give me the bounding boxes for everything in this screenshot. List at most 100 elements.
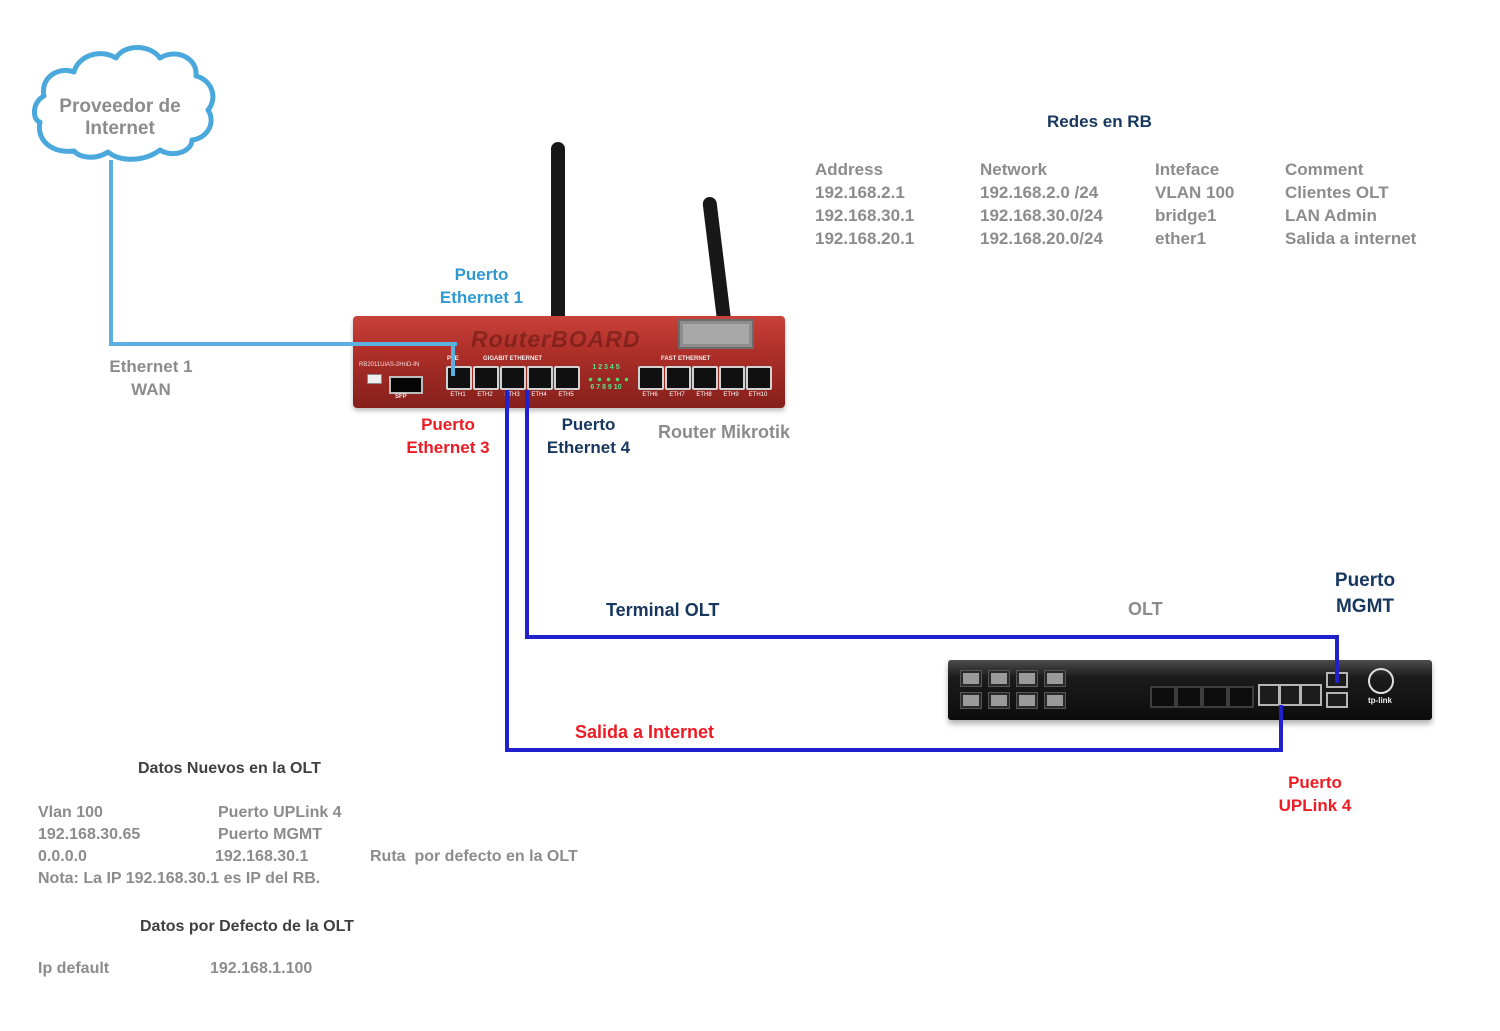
datos-cell: Puerto UPLink 4	[218, 804, 342, 821]
rb-col-header: Network	[980, 160, 1048, 179]
label-puerto-ethernet3: Puerto Ethernet 3	[406, 415, 490, 457]
rb-cell: 192.168.2.1	[815, 183, 905, 202]
port-label-eth8: ETH8	[696, 392, 712, 398]
datos-cell: Puerto MGMT	[218, 826, 322, 843]
led-numbers-bottom: 6 7 8 9 10	[590, 384, 622, 391]
sfp-label: SFP	[395, 394, 407, 400]
port-label-eth10: ETH10	[748, 392, 768, 398]
olt-sfp-uplink-1	[1150, 686, 1176, 708]
routerboard-brand-text: RouterBOARD	[471, 326, 641, 352]
datos-cell: Vlan 100	[38, 804, 103, 821]
router-port-eth4	[527, 366, 553, 390]
label-terminal-olt: Terminal OLT	[606, 600, 720, 620]
pon-sfp-cage	[988, 670, 1010, 687]
olt-pon-sfp-cages	[960, 670, 1066, 710]
router-port-eth3	[500, 366, 526, 390]
router-lcd-screen	[678, 319, 754, 349]
mikrotik-router: RouterBOARD RB2011UiAS-2HnD-IN SFP PoE G…	[353, 316, 785, 408]
pon-sfp-cage	[1016, 670, 1038, 687]
usb-port	[367, 374, 382, 384]
datos-nuevos-title: Datos Nuevos en la OLT	[138, 760, 321, 777]
router-port-eth10	[746, 366, 772, 390]
label-puerto-uplink4: Puerto UPLink 4	[1278, 773, 1352, 815]
gigabit-section-label: GIGABIT ETHERNET	[483, 356, 543, 362]
wan-line-drop	[451, 342, 455, 376]
rb-cell: Salida a internet	[1285, 229, 1417, 248]
datos-cell: Ip default	[38, 960, 110, 977]
pon-sfp-cage	[988, 692, 1010, 709]
rb-cell: 192.168.30.1	[815, 206, 915, 225]
datos-cell: Ruta por defecto en la OLT	[370, 848, 578, 865]
rb-table: Address Network Inteface Comment 192.168…	[815, 158, 1495, 250]
datos-nuevos-row: 0.0.0.0 192.168.30.1 Ruta por defecto en…	[38, 848, 798, 870]
pon-sfp-cage	[960, 670, 982, 687]
datos-note: Nota: La IP 192.168.30.1 es IP del RB.	[38, 870, 321, 887]
salida-line-rise	[1279, 705, 1283, 752]
router-port-eth8	[692, 366, 718, 390]
internet-cloud-icon	[32, 45, 216, 162]
port-label-eth2: ETH2	[477, 392, 493, 398]
olt-ge-port-1	[1258, 684, 1280, 706]
port-label-eth5: ETH5	[558, 392, 574, 398]
sfp-port	[389, 376, 423, 394]
salida-line-vertical	[505, 390, 509, 752]
rb-cell: ether1	[1155, 229, 1207, 248]
olt-device: tp-link	[948, 660, 1432, 720]
port-label-eth3: ETH3	[504, 392, 520, 398]
datos-nuevos-row: 192.168.30.65 Puerto MGMT	[38, 826, 798, 848]
port-label-eth1: ETH1	[450, 392, 466, 398]
pon-sfp-cage	[960, 692, 982, 709]
rb-cell: 192.168.30.0/24	[980, 206, 1103, 225]
datos-default-title: Datos por Defecto de la OLT	[140, 918, 354, 935]
pon-sfp-cage	[1044, 670, 1066, 687]
router-port-eth5	[554, 366, 580, 390]
terminal-line-drop	[1335, 635, 1339, 683]
label-olt: OLT	[1128, 599, 1163, 619]
datos-nuevos-note-row: Nota: La IP 192.168.30.1 es IP del RB.	[38, 870, 798, 892]
tp-link-logo-icon	[1368, 668, 1394, 694]
pon-sfp-cage	[1016, 692, 1038, 709]
pon-sfp-cage	[1044, 692, 1066, 709]
label-puerto-mgmt: Puerto MGMT	[1334, 570, 1396, 617]
wan-line-horizontal	[109, 342, 457, 346]
rb-cell: Clientes OLT	[1285, 183, 1389, 202]
datos-nuevos-row: Vlan 100 Puerto UPLink 4	[38, 804, 798, 826]
label-ethernet1-wan: Ethernet 1 WAN	[109, 357, 193, 399]
salida-line-horizontal	[505, 748, 1283, 752]
router-model-text: RB2011UiAS-2HnD-IN	[359, 362, 420, 368]
olt-sfp-uplink-2	[1176, 686, 1202, 708]
rb-cell: bridge1	[1155, 206, 1217, 225]
label-router-mikrotik: Router Mikrotik	[658, 422, 791, 442]
rb-table-title: Redes en RB	[1047, 112, 1152, 131]
port-label-eth4: ETH4	[531, 392, 547, 398]
router-port-eth7	[665, 366, 691, 390]
rb-cell: VLAN 100	[1155, 183, 1235, 202]
led-dots	[584, 373, 628, 382]
rb-cell: 192.168.20.1	[815, 229, 915, 248]
olt-ge-port-3	[1300, 684, 1322, 706]
label-puerto-ethernet4: Puerto Ethernet 4	[546, 415, 631, 457]
router-port-eth6	[638, 366, 664, 390]
rb-col-header: Comment	[1285, 160, 1364, 179]
tp-link-brand-text: tp-link	[1368, 696, 1392, 705]
fast-section-label: FAST ETHERNET	[661, 356, 711, 362]
led-numbers-top: 1 2 3 4 5	[592, 364, 620, 371]
olt-sfp-uplink-4	[1228, 686, 1254, 708]
rb-col-header: Inteface	[1155, 160, 1220, 179]
terminal-line-horizontal	[525, 635, 1339, 639]
datos-cell: 192.168.30.65	[38, 826, 141, 843]
router-port-eth9	[719, 366, 745, 390]
port-label-eth6: ETH6	[642, 392, 658, 398]
cloud-label: Proveedor de Internet	[59, 96, 181, 139]
router-port-eth1	[446, 366, 472, 390]
terminal-line-vertical	[525, 390, 529, 639]
datos-default-row: Ip default 192.168.1.100	[38, 960, 798, 982]
label-salida-internet: Salida a Internet	[575, 722, 715, 742]
olt-ge-port-uplink4	[1279, 684, 1301, 706]
datos-cell: 0.0.0.0	[38, 848, 87, 865]
label-puerto-ethernet1: Puerto Ethernet 1	[439, 265, 524, 307]
rb-cell: 192.168.20.0/24	[980, 229, 1103, 248]
olt-sfp-uplink-3	[1202, 686, 1228, 708]
router-port-eth2	[473, 366, 499, 390]
